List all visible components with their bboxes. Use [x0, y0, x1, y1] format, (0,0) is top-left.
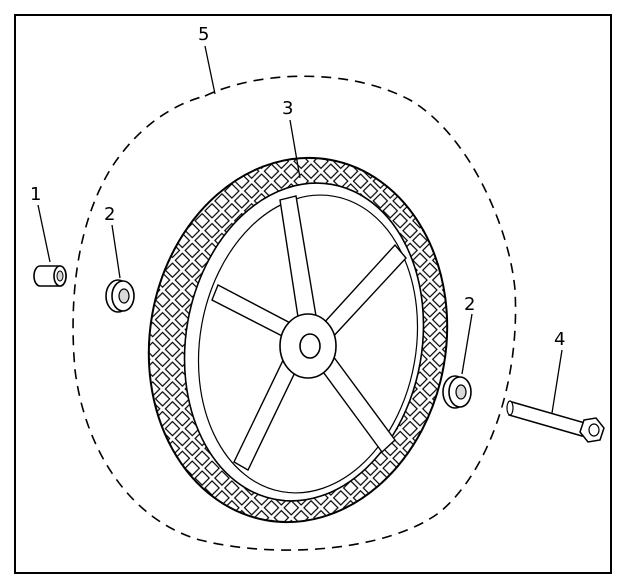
diagram-frame — [14, 14, 612, 574]
bushing-left — [105, 279, 135, 313]
callout-4: 4 — [554, 329, 565, 350]
bolt — [506, 400, 605, 443]
callout-2-right: 2 — [464, 294, 475, 315]
wheel — [147, 156, 449, 524]
callout-5: 5 — [198, 24, 209, 45]
bushing-right — [442, 375, 472, 409]
callout-2-left: 2 — [104, 204, 115, 225]
assembly-outline — [72, 75, 517, 551]
callout-3: 3 — [282, 98, 293, 119]
spacer — [33, 265, 67, 287]
leader-lines — [37, 45, 563, 414]
callout-1: 1 — [30, 184, 41, 205]
